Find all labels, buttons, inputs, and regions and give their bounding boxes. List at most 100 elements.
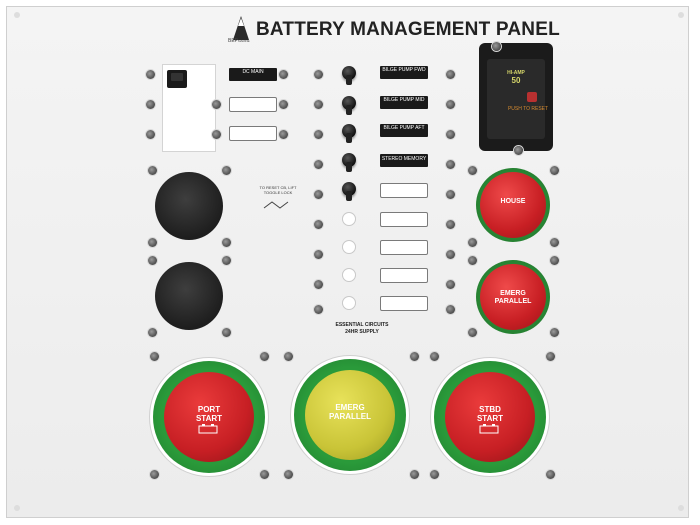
screw [222, 238, 231, 247]
screw [260, 470, 269, 479]
screw [446, 100, 455, 109]
toggle-lock-diagram-icon [263, 201, 289, 209]
screw [314, 70, 323, 79]
screw [148, 166, 157, 175]
screw [468, 256, 477, 265]
panel-title: BATTERY MANAGEMENT PANEL [256, 19, 560, 40]
screw [410, 352, 419, 361]
knob-face: EMERG PARALLEL [480, 264, 546, 330]
screw [212, 100, 221, 109]
screw [148, 328, 157, 337]
emerg-parallel-small-switch[interactable]: EMERG PARALLEL [476, 260, 550, 334]
screw [468, 166, 477, 175]
screw [150, 470, 159, 479]
screw [314, 305, 323, 314]
screw [146, 100, 155, 109]
screw [468, 238, 477, 247]
knob-label-stbd: STBD START [476, 405, 504, 423]
screw [314, 130, 323, 139]
screw [279, 130, 288, 139]
screw [146, 130, 155, 139]
label-bilge-aft: BILGE PUMP AFT [380, 124, 428, 137]
screw [550, 166, 559, 175]
empty-switch-hole [342, 240, 356, 254]
emerg-parallel-main-switch[interactable]: EMERG PARALLEL [291, 356, 409, 474]
label-blank [380, 183, 428, 198]
screw [430, 352, 439, 361]
knob-face: HOUSE [480, 172, 546, 238]
mounting-hole [14, 505, 20, 511]
label-blank [380, 240, 428, 255]
mounting-hole [678, 12, 684, 18]
house-battery-switch[interactable]: HOUSE [476, 168, 550, 242]
screw [314, 100, 323, 109]
toggle-bilge-mid[interactable] [342, 96, 356, 115]
breaker-reset-label: PUSH TO RESET [507, 106, 549, 112]
screw [446, 280, 455, 289]
battery-icon [198, 424, 218, 434]
screw [550, 328, 559, 337]
screw [212, 130, 221, 139]
empty-switch-hole [342, 268, 356, 282]
meter-cutout-2 [155, 262, 223, 330]
screw [148, 256, 157, 265]
label-bilge-mid: BILGE PUMP MID [380, 96, 428, 109]
empty-switch-hole [342, 212, 356, 226]
stbd-start-battery-switch[interactable]: STBD START [431, 358, 549, 476]
screw [430, 470, 439, 479]
mounting-hole [678, 505, 684, 511]
screw [284, 352, 293, 361]
toggle-stereo-memory[interactable] [342, 153, 356, 172]
label-bilge-fwd: BILGE PUMP FWD [380, 66, 428, 79]
screw [514, 146, 523, 155]
screw [222, 328, 231, 337]
label-stereo-memory: STEREO MEMORY [380, 154, 428, 167]
screw [550, 238, 559, 247]
essential-circuits-label: ESSENTIAL CIRCUITS 24HR SUPPLY [335, 322, 389, 335]
dc-main-rocker-switch[interactable] [167, 70, 187, 88]
screw [314, 190, 323, 199]
screw [446, 130, 455, 139]
breaker-reset-button[interactable] [527, 92, 537, 102]
screw [446, 70, 455, 79]
label-blank [380, 212, 428, 227]
toggle-blank-1[interactable] [342, 182, 356, 201]
screw [314, 280, 323, 289]
battery-icon [479, 424, 499, 434]
logo-text: BEPMARINE [228, 38, 250, 44]
screw [279, 70, 288, 79]
label-blank-2 [229, 126, 277, 141]
toggle-bilge-aft[interactable] [342, 124, 356, 143]
screw [550, 256, 559, 265]
screw [314, 160, 323, 169]
breaker-rating-label: HI-AMP 50 [507, 70, 525, 85]
label-blank-1 [229, 97, 277, 112]
knob-face [445, 372, 535, 462]
screw [446, 220, 455, 229]
reset-instruction-sticker: TO RESET CB, LIFT TOGGLE LOCK [259, 185, 297, 195]
label-blank [380, 268, 428, 283]
screw [446, 250, 455, 259]
knob-label-house: HOUSE [500, 198, 526, 205]
hi-amp-circuit-breaker[interactable] [479, 43, 553, 151]
screw [314, 220, 323, 229]
meter-cutout-1 [155, 172, 223, 240]
screw [222, 166, 231, 175]
screw [546, 352, 555, 361]
knob-face [164, 372, 254, 462]
screw [260, 352, 269, 361]
knob-face [305, 370, 395, 460]
screw [222, 256, 231, 265]
screw [148, 238, 157, 247]
toggle-bilge-fwd[interactable] [342, 66, 356, 85]
mounting-hole [14, 12, 20, 18]
port-start-battery-switch[interactable]: PORT START [150, 358, 268, 476]
screw [446, 190, 455, 199]
screw [446, 305, 455, 314]
screw [314, 250, 323, 259]
label-dc-main: DC MAIN [229, 68, 277, 81]
screw [446, 160, 455, 169]
screw [410, 470, 419, 479]
screw [492, 42, 501, 51]
screw [150, 352, 159, 361]
